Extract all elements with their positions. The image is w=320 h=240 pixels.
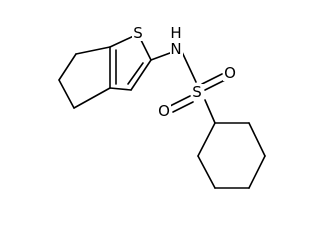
bond-s-o-top-b: [204, 79, 226, 91]
bond-c3-c3a: [109, 87, 132, 91]
bond-c6a-c6: [75, 46, 111, 55]
sulfonyl-oxygen-left-label: O: [158, 102, 170, 120]
bond-c2-n: [150, 52, 171, 61]
bond-n-s: [181, 51, 197, 83]
amide-hydrogen-atom: H: [170, 24, 183, 42]
thiophene-sulfur-label: S: [133, 24, 143, 42]
bond-c6-c5: [58, 53, 77, 81]
amide-hydrogen-label: H: [170, 24, 181, 42]
thiophene-sulfur-label-bg: [132, 25, 145, 41]
bond-s-c1: [204, 99, 216, 124]
atom-labels: S N H S O O: [132, 24, 237, 120]
bond-c4-c3a: [73, 87, 111, 109]
sulfonyl-oxygen-top-label-bg: [223, 65, 237, 81]
bond-c2-c3-double: [127, 62, 144, 85]
amide-nitrogen-label: N: [170, 40, 181, 58]
bond-cy2-cy3: [248, 122, 266, 157]
bond-s-o-top-a: [201, 73, 223, 85]
chemical-structure: S N H S O O: [0, 0, 300, 200]
cyclopentane-ring: [58, 46, 111, 109]
thiophene-sulfur-atom: S: [132, 24, 145, 42]
canvas-background: [0, 0, 300, 200]
cyclohexane-ring: [197, 122, 266, 189]
bond-cy3-cy4: [248, 155, 266, 189]
bond-s-o-left-a: [169, 95, 191, 107]
sulfonyl-sulfur-label: S: [192, 83, 202, 101]
amide-nitrogen-atom: N: [170, 40, 183, 58]
sulfonyl-oxygen-left-label-bg: [157, 103, 171, 119]
amide-nitrogen-label-bg: [170, 41, 183, 57]
bond-cy6-cy1: [197, 122, 216, 157]
sulfonamide-bonds: [150, 51, 226, 124]
sulfonyl-oxygen-top-label: O: [224, 64, 236, 82]
bond-c2-c3: [130, 59, 152, 91]
bond-cy5-cy6: [197, 155, 216, 189]
bond-s-o-left-b: [172, 101, 194, 113]
sulfonyl-oxygen-left-atom: O: [157, 102, 171, 120]
sulfonyl-sulfur-label-bg: [191, 84, 204, 100]
amide-hydrogen-label-bg: [170, 25, 183, 41]
sulfonyl-sulfur-atom: S: [191, 83, 204, 101]
sulfonyl-oxygen-top-atom: O: [223, 64, 237, 82]
bond-c5-c4: [58, 79, 75, 109]
